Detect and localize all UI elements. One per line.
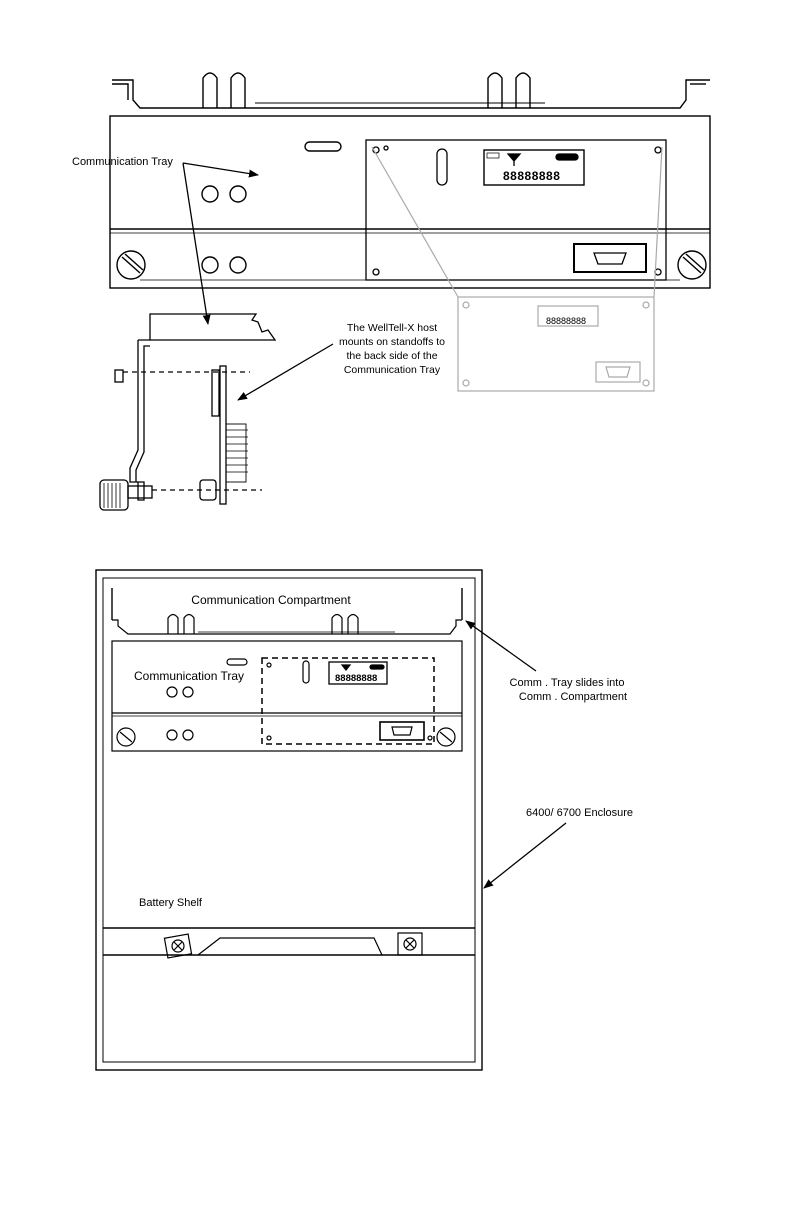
label-battery-shelf: Battery Shelf	[139, 897, 203, 909]
svg-text:the back side of the: the back side of the	[346, 350, 437, 362]
svg-text:mounts on standoffs to: mounts on standoffs to	[339, 336, 445, 348]
callout-communication-tray: Communication Tray	[72, 156, 173, 168]
callout-enclosure: 6400/ 6700 Enclosure	[526, 807, 633, 819]
label-communication-tray: Communication Tray	[134, 669, 244, 683]
lcd-digits-exploded: 88888888	[546, 316, 586, 326]
welltell-x-host-board	[366, 140, 666, 280]
communication-tray-side-view	[100, 314, 275, 510]
svg-text:The WellTell-X host: The WellTell-X host	[347, 322, 437, 334]
communication-tray-front-view	[110, 73, 710, 288]
callout-host-mount: The WellTell-X host mounts on standoffs …	[339, 322, 445, 376]
svg-text:Comm . Compartment: Comm . Compartment	[519, 691, 627, 703]
welltell-x-outline-dashed	[262, 658, 434, 744]
callout-tray-slides: Comm . Tray slides into Comm . Compartme…	[510, 677, 628, 703]
callout-arrows-top	[183, 163, 333, 400]
lcd-digits-top: 88888888	[503, 169, 560, 183]
battery-shelf	[164, 933, 422, 958]
svg-text:Communication Tray: Communication Tray	[344, 364, 441, 376]
callout-arrows-bottom	[466, 621, 566, 888]
svg-text:Comm . Tray slides into: Comm . Tray slides into	[510, 677, 625, 689]
enclosure-6400-6700	[96, 570, 482, 1070]
label-communication-compartment: Communication Compartment	[191, 593, 351, 607]
lcd-digits-bottom: 88888888	[335, 673, 377, 684]
